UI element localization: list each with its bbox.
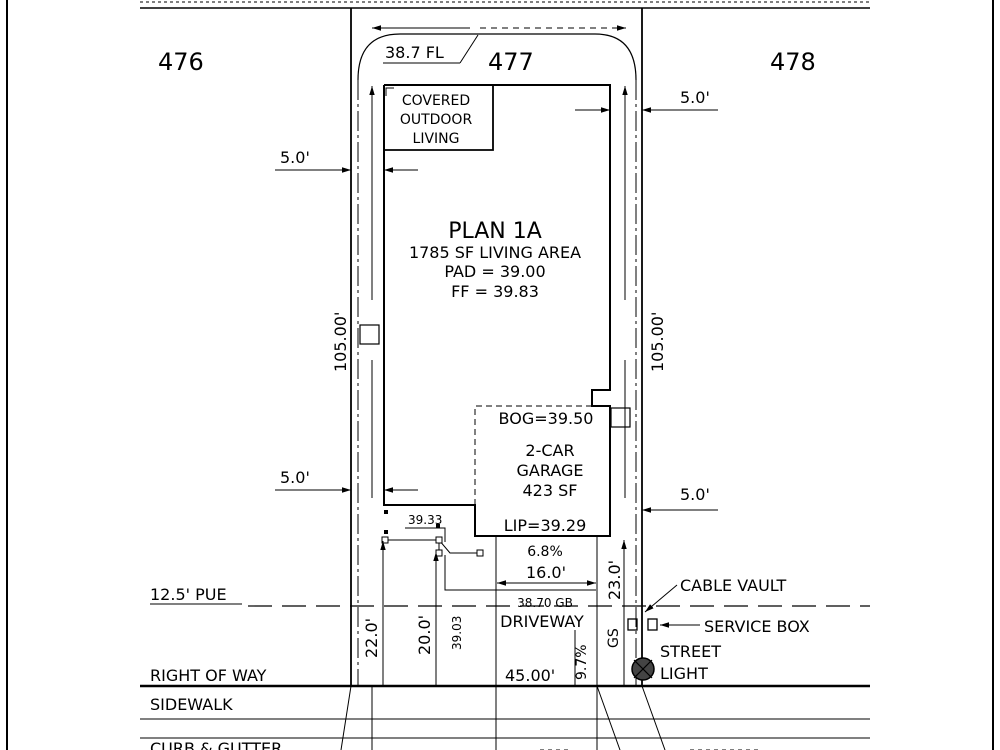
lot-number-center: 477 [488, 48, 534, 76]
street-width-label: 45.00' [505, 666, 555, 685]
front-walk [381, 510, 500, 591]
frontage-dimension: 38.7 FL [372, 25, 626, 64]
front-dimension-23: 23.0' [605, 540, 627, 686]
front-dimension-23-label: 23.0' [605, 560, 624, 600]
setback-left-front-label: 5.0' [280, 468, 310, 487]
frontage-label: 38.7 FL [385, 43, 444, 62]
pad-elevation: PAD = 39.00 [444, 262, 545, 281]
setback-right-front: 5.0' [642, 485, 718, 513]
garage-outline [474, 405, 610, 505]
setback-right-rear-label: 5.0' [680, 88, 710, 107]
drawing-border [6, 0, 994, 750]
garage-bottom-elevation: 38.70 GB [517, 596, 573, 610]
service-box: SERVICE BOX [627, 617, 810, 636]
living-area: 1785 SF LIVING AREA [409, 243, 581, 262]
cable-vault: CABLE VAULT [644, 576, 786, 613]
setback-left-rear-label: 5.0' [280, 148, 310, 167]
elevation-3903: 39.03 [450, 616, 464, 650]
sidewalk-label: SIDEWALK [150, 695, 233, 714]
cable-vault-label: CABLE VAULT [680, 576, 786, 595]
driveway-width: 16.0' [526, 563, 566, 582]
garage-bog: BOG=39.50 [499, 409, 594, 428]
finished-floor: FF = 39.83 [451, 282, 539, 301]
front-dimension-22: 22.0' [362, 541, 386, 686]
utility-meter-right [610, 407, 631, 428]
setback-right-rear: 5.0' [575, 88, 718, 113]
front-dimension-20-label: 20.0' [415, 615, 434, 655]
lot-number-left: 476 [158, 48, 204, 76]
cable-vault-icon [647, 618, 658, 631]
setback-left-front: 5.0' [275, 468, 418, 493]
driveway-slope: 6.8% [527, 544, 563, 560]
garage-line-3: 423 SF [523, 481, 578, 500]
front-dimension-22-label: 22.0' [362, 618, 381, 658]
curb-gutter-label: CURB & GUTTER [150, 739, 282, 750]
lot-depth-right-label: 105.00' [648, 312, 667, 372]
garage-line-1: 2-CAR [525, 441, 574, 460]
driveway [495, 536, 598, 750]
street-light-label-1: STREET [660, 642, 721, 661]
right-of-way: RIGHT OF WAY [140, 666, 870, 688]
setback-right-front-label: 5.0' [680, 485, 710, 504]
covered-outdoor-line-1: COVERED [402, 93, 470, 109]
elevation-3933: 39.33 [408, 513, 442, 527]
lot-number-right: 478 [770, 48, 816, 76]
lot-depth-left: 105.00' [331, 86, 375, 498]
plan-title: PLAN 1A [448, 219, 542, 244]
covered-outdoor-line-2: OUTDOOR [400, 112, 473, 128]
pue-line: 12.5' PUE [150, 585, 870, 607]
sidewalk: SIDEWALK [140, 695, 870, 739]
extension-lines [340, 685, 760, 750]
street-light-label-2: LIGHT [660, 664, 708, 683]
lot-depth-right: 105.00' [622, 86, 667, 498]
covered-outdoor-line-3: LIVING [413, 131, 460, 147]
front-dimension-20: 20.0' [415, 552, 439, 686]
service-box-icon [627, 618, 638, 631]
street-light: STREET LIGHT [631, 642, 721, 683]
approach-slope: 9.7% [574, 644, 590, 680]
driveway-label: DRIVEWAY [500, 612, 584, 631]
lot-depth-left-label: 105.00' [331, 312, 350, 372]
lot-lines [350, 8, 643, 686]
utility-meter-left [359, 324, 380, 345]
garage-lip: LIP=39.29 [504, 516, 587, 535]
service-box-label: SERVICE BOX [704, 617, 810, 636]
grade-shot-gs: GS [606, 628, 622, 648]
pue-label: 12.5' PUE [150, 585, 227, 604]
right-of-way-label: RIGHT OF WAY [150, 666, 267, 685]
setback-left-rear: 5.0' [275, 148, 418, 173]
garage-line-2: GARAGE [517, 461, 584, 480]
